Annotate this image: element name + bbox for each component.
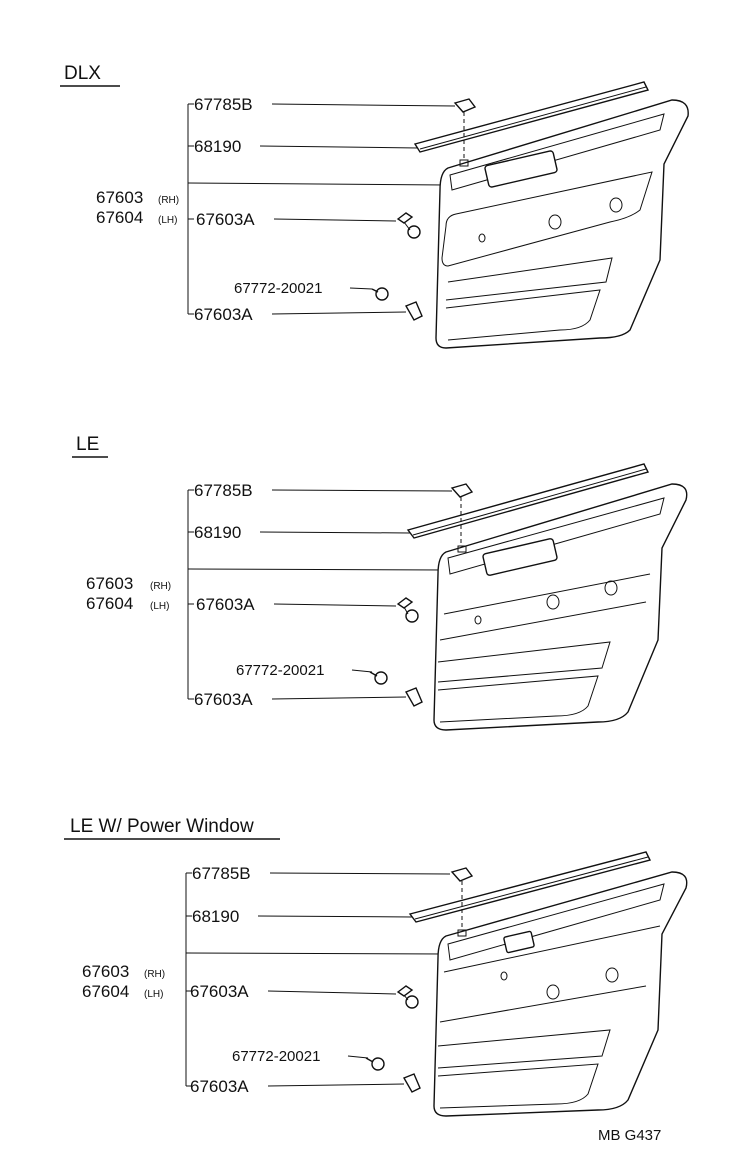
door-handle-recess [484, 150, 558, 188]
leader-line [257, 915, 413, 918]
label-lh: (LH) [144, 989, 163, 1000]
label-rh: (RH) [158, 195, 179, 206]
leader-line [259, 531, 411, 534]
leader-line [269, 872, 451, 875]
section-le-power-window: LE W/ Power Window 67785B 68190 67603 (R… [64, 816, 688, 1117]
label-rh: (RH) [150, 581, 171, 592]
screw-icon [371, 287, 389, 301]
section-title: LE [76, 434, 99, 455]
callout-bracket [185, 872, 447, 1087]
label-67603a-upper: 67603A [196, 210, 255, 229]
label-67603: 67603 [96, 188, 143, 207]
leader-line [351, 669, 373, 673]
label-67603: 67603 [82, 962, 129, 981]
label-lh: (LH) [150, 601, 169, 612]
label-67604: 67604 [86, 594, 133, 613]
label-67604: 67604 [96, 208, 143, 227]
leader-line [267, 990, 397, 995]
label-67603a-upper: 67603A [190, 982, 249, 1001]
clip-b-icon [450, 483, 474, 498]
label-lh: (LH) [158, 215, 177, 226]
leader-line [349, 287, 373, 290]
section-le: LE 67785B 68190 67603 (RH) 67604 (LH) 67… [72, 434, 688, 731]
clip-a-icon [396, 212, 421, 239]
label-67772-20021: 67772-20021 [234, 280, 322, 297]
label-67603a-lower: 67603A [194, 305, 253, 324]
clip-a-icon [396, 597, 419, 623]
leader-line [273, 603, 397, 607]
label-67772-20021: 67772-20021 [232, 1048, 320, 1065]
reference-code: MB G437 [598, 1127, 661, 1144]
label-68190: 68190 [194, 523, 241, 542]
label-67785b: 67785B [194, 481, 253, 500]
label-67603a-upper: 67603A [196, 595, 255, 614]
leader-line [271, 696, 407, 700]
screw-icon [369, 671, 388, 685]
label-67604: 67604 [82, 982, 129, 1001]
label-67785b: 67785B [194, 95, 253, 114]
label-68190: 68190 [192, 907, 239, 926]
door-trim-panel [433, 483, 688, 731]
clip-b-icon [453, 98, 477, 113]
label-67603a-lower: 67603A [190, 1077, 249, 1096]
leader-line [271, 103, 456, 107]
label-67772-20021: 67772-20021 [236, 662, 324, 679]
leader-line [273, 218, 397, 222]
door-trim-panel [433, 871, 688, 1117]
leader-line [271, 311, 407, 315]
callout-bracket [187, 489, 447, 700]
label-rh: (RH) [144, 969, 165, 980]
leader-line [347, 1055, 369, 1059]
label-67785b: 67785B [192, 864, 251, 883]
label-68190: 68190 [194, 137, 241, 156]
clip-a-icon [404, 301, 423, 321]
label-67603: 67603 [86, 574, 133, 593]
leader-line [267, 1083, 405, 1087]
section-title: DLX [64, 63, 101, 84]
leader-line [259, 145, 419, 149]
screw-icon [365, 1057, 385, 1071]
clip-a-icon [402, 1073, 421, 1093]
clip-b-icon [450, 867, 474, 882]
door-handle-recess [482, 538, 558, 576]
door-trim-panel [435, 99, 689, 349]
clip-a-icon [396, 985, 419, 1009]
label-67603a-lower: 67603A [194, 690, 253, 709]
section-title: LE W/ Power Window [70, 816, 254, 837]
callout-bracket [187, 103, 447, 315]
section-dlx: DLX 67785B 68190 67603 (RH) 67604 (LH) 6… [60, 63, 689, 349]
leader-line [271, 489, 453, 492]
clip-a-icon [404, 687, 423, 707]
power-window-switch [503, 930, 535, 954]
